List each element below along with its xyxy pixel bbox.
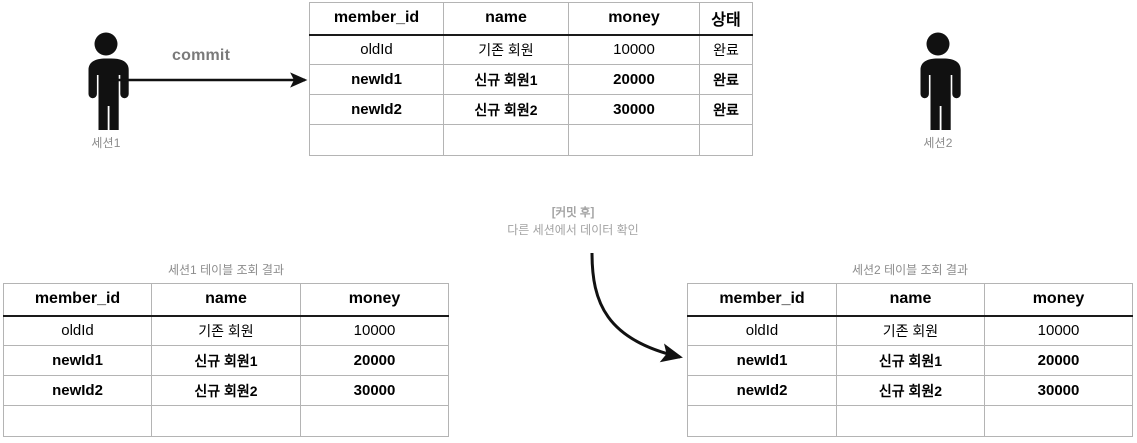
cell-name: 기존 회원	[151, 315, 301, 346]
table-header-row: member_id name money	[687, 283, 1133, 317]
cell-member-id: newId2	[309, 94, 444, 125]
cell-money: 30000	[568, 94, 700, 125]
cell-member-id	[3, 405, 152, 437]
cell-money: 20000	[300, 345, 449, 376]
cell-name: 신규 회원2	[836, 375, 985, 406]
table-header-row: member_id name money 상태	[309, 2, 753, 36]
cell-name: 신규 회원1	[443, 64, 569, 95]
column-header-name: name	[836, 283, 985, 317]
column-header-money: money	[984, 283, 1133, 317]
cell-name: 기존 회원	[443, 34, 569, 65]
column-header-member-id: member_id	[687, 283, 837, 317]
table-row: newId2 신규 회원2 30000	[687, 375, 1133, 406]
cell-name: 신규 회원1	[836, 345, 985, 376]
table-row: oldId 기존 회원 10000	[687, 315, 1133, 346]
table-header-row: member_id name money	[3, 283, 449, 317]
cell-member-id: oldId	[687, 315, 837, 346]
session2-result-table-wrapper: 세션2 테이블 조회 결과 member_id name money oldId…	[687, 263, 1133, 437]
session2-result-caption: 세션2 테이블 조회 결과	[851, 263, 969, 277]
cell-status: 완료	[699, 64, 753, 95]
column-header-status: 상태	[699, 2, 753, 36]
main-table: member_id name money 상태 oldId 기존 회원 1000…	[309, 2, 753, 156]
curved-arrow-icon	[590, 252, 683, 363]
column-header-money: money	[568, 2, 700, 36]
cell-money	[568, 124, 700, 156]
cell-member-id: newId2	[3, 375, 152, 406]
session2-result-table: member_id name money oldId 기존 회원 10000 n…	[687, 283, 1133, 437]
cell-money: 30000	[984, 375, 1133, 406]
session2-caption: 세션2	[923, 136, 953, 150]
cell-name: 신규 회원2	[151, 375, 301, 406]
session1-result-table: member_id name money oldId 기존 회원 10000 n…	[3, 283, 449, 437]
cell-name	[151, 405, 301, 437]
table-row: newId1 신규 회원1 20000 완료	[309, 64, 753, 95]
cell-status: 완료	[699, 94, 753, 125]
cell-money: 20000	[984, 345, 1133, 376]
cell-member-id: newId1	[309, 64, 444, 95]
column-header-money: money	[300, 283, 449, 317]
session1-result-caption: 세션1 테이블 조회 결과	[167, 263, 285, 277]
cell-member-id	[309, 124, 444, 156]
table-row: newId1 신규 회원1 20000	[3, 345, 449, 376]
column-header-member-id: member_id	[3, 283, 152, 317]
cell-member-id: newId1	[3, 345, 152, 376]
cell-member-id	[687, 405, 837, 437]
table-row: oldId 기존 회원 10000 완료	[309, 34, 753, 65]
cell-member-id: oldId	[3, 315, 152, 346]
cell-money: 10000	[568, 34, 700, 65]
column-header-name: name	[443, 2, 569, 36]
cell-money: 10000	[984, 315, 1133, 346]
table-row: newId2 신규 회원2 30000 완료	[309, 94, 753, 125]
cell-money: 10000	[300, 315, 449, 346]
table-row-empty	[3, 405, 449, 437]
column-header-member-id: member_id	[309, 2, 444, 36]
cell-name	[443, 124, 569, 156]
annotation-block: [커밋 후] 다른 세션에서 데이터 확인	[468, 205, 678, 239]
table-row-empty	[309, 124, 753, 156]
person-icon	[920, 32, 961, 130]
session1-caption: 세션1	[91, 136, 121, 150]
commit-arrow-label: commit	[172, 47, 231, 64]
table-row: newId2 신규 회원2 30000	[3, 375, 449, 406]
straight-arrow-icon	[110, 72, 308, 88]
session1-result-table-wrapper: 세션1 테이블 조회 결과 member_id name money oldId…	[3, 263, 449, 437]
cell-status	[699, 124, 753, 156]
cell-name	[836, 405, 985, 437]
cell-money	[300, 405, 449, 437]
main-table-wrapper: member_id name money 상태 oldId 기존 회원 1000…	[309, 2, 753, 156]
cell-member-id: newId2	[687, 375, 837, 406]
cell-member-id: oldId	[309, 34, 444, 65]
annotation-subtitle: 다른 세션에서 데이터 확인	[507, 222, 639, 237]
cell-name: 기존 회원	[836, 315, 985, 346]
cell-money: 30000	[300, 375, 449, 406]
cell-name: 신규 회원2	[443, 94, 569, 125]
cell-money	[984, 405, 1133, 437]
session1-actor: 세션1	[66, 32, 146, 152]
table-row: oldId 기존 회원 10000	[3, 315, 449, 346]
cell-money: 20000	[568, 64, 700, 95]
person-icon	[88, 32, 129, 130]
column-header-name: name	[151, 283, 301, 317]
session2-actor: 세션2	[898, 32, 978, 152]
cell-name: 신규 회원1	[151, 345, 301, 376]
annotation-title: [커밋 후]	[551, 207, 595, 219]
cell-status: 완료	[699, 34, 753, 65]
table-row: newId1 신규 회원1 20000	[687, 345, 1133, 376]
cell-member-id: newId1	[687, 345, 837, 376]
table-row-empty	[687, 405, 1133, 437]
